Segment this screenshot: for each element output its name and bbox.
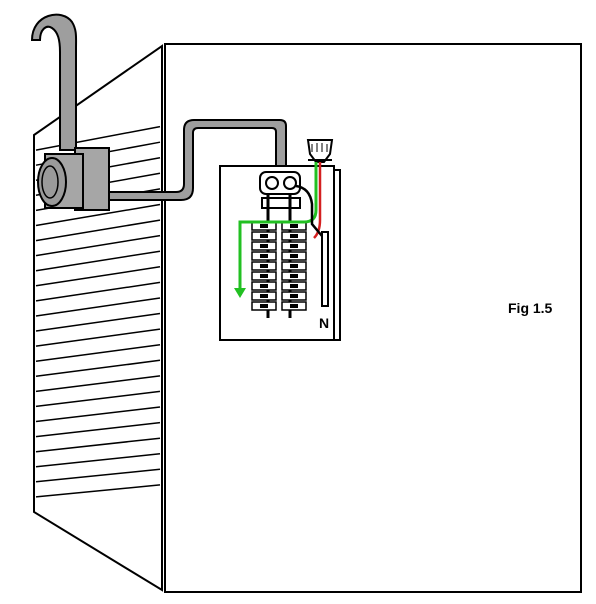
breaker-toggle [260, 224, 268, 228]
breaker-toggle [290, 294, 298, 298]
siding-line [35, 281, 161, 302]
siding-line [35, 375, 161, 393]
ground-clamp [306, 139, 334, 163]
siding-line [35, 219, 161, 242]
siding-line [35, 421, 161, 438]
siding-line [35, 328, 161, 347]
breaker-toggle [290, 304, 298, 308]
hot-wire [313, 162, 322, 239]
meter-face [41, 165, 59, 199]
breaker-toggle [290, 274, 298, 278]
breaker-toggle [260, 234, 268, 238]
breaker-rows [251, 221, 307, 311]
breaker-toggle [260, 284, 268, 288]
siding-line [35, 359, 161, 378]
main-bus-strap [261, 197, 301, 209]
siding-line [35, 390, 161, 408]
siding-line [35, 453, 161, 468]
service-mast [30, 13, 78, 151]
siding-line [35, 266, 161, 287]
breaker-toggle [290, 234, 298, 238]
meter-base [37, 147, 110, 211]
siding-line [35, 406, 161, 423]
breaker-toggle [290, 284, 298, 288]
siding-line [35, 234, 161, 257]
neutral-bar-label: N [319, 315, 329, 331]
breaker-toggle [260, 274, 268, 278]
breaker-toggle [260, 264, 268, 268]
neutral-feed-wire [295, 184, 323, 237]
siding-line [35, 468, 161, 483]
siding-line [35, 312, 161, 332]
siding-line [35, 437, 161, 453]
breaker-toggle [290, 244, 298, 248]
breaker-toggle [260, 304, 268, 308]
breaker-toggle [260, 244, 268, 248]
siding-wall-outline [33, 44, 163, 592]
main-terminal-right [283, 176, 297, 190]
siding-line [35, 203, 161, 227]
figure-caption: Fig 1.5 [508, 300, 553, 316]
breaker-toggle [290, 224, 298, 228]
siding-line [35, 250, 161, 272]
breaker-toggle [290, 264, 298, 268]
siding-wall [33, 44, 163, 592]
siding-line [35, 484, 161, 498]
siding-line [35, 343, 161, 362]
neutral-bar [321, 231, 329, 307]
siding-lines [35, 125, 161, 498]
ground-wire-arrow [234, 288, 246, 298]
siding-line [35, 297, 161, 317]
ground-clamp-body [306, 139, 334, 163]
main-terminal-left [265, 176, 279, 190]
breaker-toggle [290, 254, 298, 258]
siding-line [35, 125, 161, 151]
breaker-toggle [260, 254, 268, 258]
breaker-toggle [260, 294, 268, 298]
breaker-panel: N [219, 162, 341, 341]
